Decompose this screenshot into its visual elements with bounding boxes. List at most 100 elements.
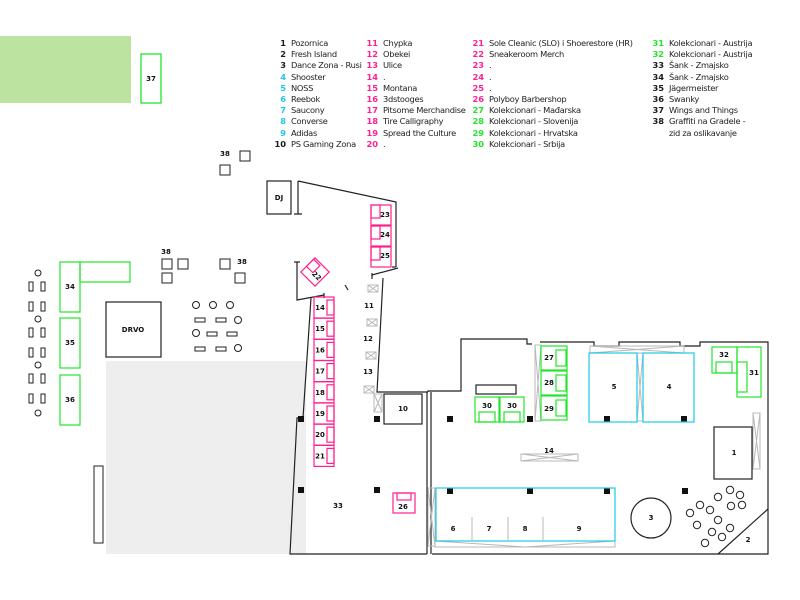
- stand-6-label[interactable]: 6: [451, 525, 456, 533]
- legend-label: .: [383, 71, 386, 82]
- stand-28-label: 28: [544, 379, 554, 387]
- stand-12-label[interactable]: 12: [363, 335, 373, 343]
- stand-27[interactable]: 27: [540, 345, 568, 371]
- legend-label: Adidas: [291, 127, 317, 138]
- stand-8-label[interactable]: 8: [523, 525, 528, 533]
- stand-37[interactable]: 37: [140, 53, 162, 104]
- seat-circle: [34, 269, 42, 277]
- seat-circle: [725, 485, 735, 495]
- stand-16[interactable]: 16: [313, 338, 335, 361]
- stand-21[interactable]: 21: [313, 444, 335, 467]
- seat-circle: [226, 301, 234, 309]
- stand-13-label[interactable]: 13: [363, 368, 373, 376]
- stand-20[interactable]: 20: [313, 423, 335, 446]
- legend-number: 10: [274, 138, 286, 149]
- stand-14-hall-label[interactable]: 14: [544, 447, 554, 455]
- stand-25[interactable]: 25: [370, 246, 392, 268]
- legend-label: Saucony: [291, 105, 325, 116]
- stand-22[interactable]: 22: [300, 257, 330, 287]
- stand-26[interactable]: 26: [392, 492, 416, 514]
- stand-label: 18: [315, 389, 325, 397]
- stand-9-label[interactable]: 9: [577, 525, 582, 533]
- stand-19[interactable]: 19: [313, 402, 335, 425]
- legend-number: 36: [652, 94, 664, 105]
- outdoor-green-area: [0, 36, 131, 103]
- stand-32[interactable]: 32: [711, 346, 738, 374]
- stand-24[interactable]: 24: [370, 225, 392, 247]
- stand-5[interactable]: 5: [588, 352, 638, 423]
- stand-36-label: 36: [65, 396, 75, 404]
- stand-33-label[interactable]: 33: [333, 502, 343, 510]
- legend-label: .: [489, 82, 492, 93]
- legend-label: Pozornica: [291, 38, 328, 48]
- stand-23[interactable]: 23: [370, 204, 392, 226]
- seat-bench: [40, 301, 46, 312]
- stand-35[interactable]: 35: [59, 317, 81, 369]
- legend-label: Pitsome Merchandise: [383, 105, 466, 116]
- stand-38-label: 38: [220, 150, 230, 158]
- seat-bench: [28, 301, 34, 312]
- seat-circle: [725, 523, 735, 533]
- stand-2[interactable]: 2: [717, 508, 769, 555]
- stand-3[interactable]: 3: [630, 497, 672, 539]
- stand-4[interactable]: 4: [642, 352, 695, 423]
- stand-4-label: 4: [667, 383, 672, 391]
- graffiti-walls-38-right[interactable]: 38: [219, 258, 247, 284]
- legend-item: 14.: [362, 72, 466, 83]
- legend-number: 16: [366, 94, 378, 105]
- stand-11-label[interactable]: 11: [364, 302, 374, 310]
- dj-booth[interactable]: DJ: [266, 180, 292, 215]
- legend-number: 4: [280, 71, 286, 82]
- dj-label: DJ: [275, 194, 283, 202]
- legend-label: Obekei: [383, 49, 411, 60]
- bar-tables: [685, 485, 747, 548]
- legend-label: Converse: [291, 116, 328, 127]
- legend-number: 3: [280, 60, 286, 71]
- stand-15[interactable]: 15: [313, 317, 335, 340]
- stand-28[interactable]: 28: [540, 370, 568, 396]
- legend-number: 1: [280, 38, 286, 48]
- tree-drvo[interactable]: DRVO: [105, 301, 162, 358]
- stand-36[interactable]: 36: [59, 374, 81, 426]
- stand-30-label: 30: [507, 402, 517, 410]
- seat-circle: [705, 505, 715, 515]
- stand-29[interactable]: 29: [540, 395, 568, 421]
- drvo-label: DRVO: [122, 326, 144, 334]
- legend-label: 3dstooges: [383, 94, 424, 105]
- stand-14[interactable]: 14: [313, 296, 335, 319]
- legend-label: Dance Zona - Rusi: [291, 60, 362, 71]
- stand-1[interactable]: 1: [713, 426, 753, 480]
- legend-number: 22: [472, 49, 484, 60]
- stand-18[interactable]: 18: [313, 381, 335, 404]
- seat-circle: [34, 361, 42, 369]
- stand-34[interactable]: 34: [59, 261, 131, 313]
- stand-17[interactable]: 17: [313, 360, 335, 383]
- seat-circle: [685, 508, 695, 518]
- graffiti-walls-38-top[interactable]: 38: [219, 150, 251, 176]
- legend-item: 23.: [468, 60, 633, 71]
- graffiti-walls-38-left[interactable]: 38: [161, 248, 189, 284]
- stand-30-a[interactable]: 30: [474, 396, 500, 423]
- stand-26-label: 26: [398, 503, 408, 511]
- legend-label: Wings and Things: [669, 105, 738, 116]
- stand-30-b[interactable]: 30: [499, 396, 525, 423]
- seat-bench: [28, 281, 34, 292]
- seat-circle: [707, 527, 717, 537]
- stand-10[interactable]: 10: [383, 393, 423, 425]
- stand-31[interactable]: 31: [736, 346, 762, 398]
- legend-label: Šank - Zmajsko: [669, 71, 729, 82]
- seat-circle: [192, 301, 200, 309]
- legend-number: 27: [472, 105, 484, 116]
- stand-7-label[interactable]: 7: [487, 525, 492, 533]
